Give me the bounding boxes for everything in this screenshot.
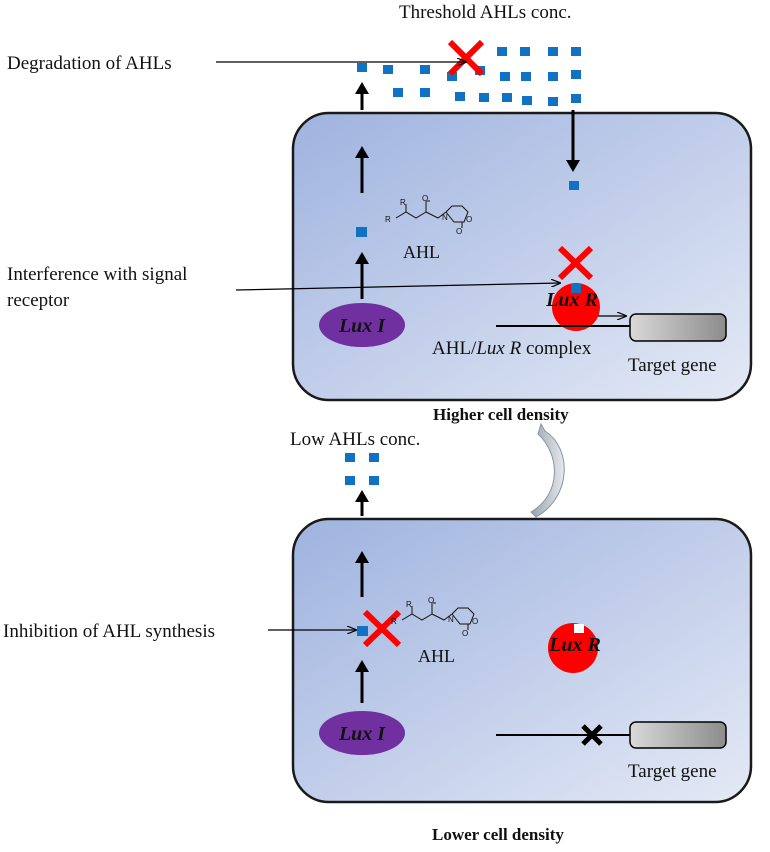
svg-text:O: O [456,227,462,236]
low-conc-label: Low AHLs conc. [290,429,420,450]
svg-text:N: N [442,213,448,222]
svg-text:R: R [391,617,397,626]
lux-r-bound-ahl [571,284,581,293]
svg-text:R: R [400,198,406,207]
target-gene-label-top: Target gene [628,355,717,376]
interference-label-2: receptor [7,290,70,311]
svg-text:N: N [448,615,454,624]
svg-text:O: O [422,194,428,203]
svg-text:O: O [472,617,478,626]
interference-label-1: Interference with signal [7,264,187,285]
lux-r-label-bottom: Lux R [548,634,601,656]
complex-label: AHL/Lux R complex [432,338,592,359]
threshold-label: Threshold AHLs conc. [399,2,572,23]
low-ahl-squares [345,453,379,485]
receptor-interference-cross-icon [557,245,594,281]
target-gene-label-bottom: Target gene [628,761,717,782]
inhibition-label: Inhibition of AHL synthesis [3,621,215,642]
lux-i-top [319,303,405,347]
lux-r-top [552,283,600,331]
lower-density-label: Lower cell density [432,825,564,844]
svg-text:O: O [466,215,472,224]
transition-curve-arrow [530,422,565,518]
lux-i-label-bottom: Lux I [338,723,386,745]
lux-r-label-top: Lux R [545,289,598,311]
ahl-molecule-bottom: R R O N O O [391,596,478,638]
synthesis-inhibition-cross-icon [362,609,402,648]
lux-i-label-top: Lux I [338,315,386,337]
ahl-label-bottom: AHL [418,646,455,666]
secretion-arrowheads-top [355,82,369,264]
interference-pointer [235,283,560,291]
target-gene-box-bottom [629,721,727,749]
ahl-molecule-top: R R O N O O [385,194,472,236]
blocked-transcription-x-icon [581,724,603,746]
ahl-signal-bottom [357,626,368,636]
svg-text:R: R [406,600,412,609]
target-gene-box-top [629,313,727,342]
degradation-label: Degradation of AHLs [7,53,172,74]
degradation-cross-icon [447,39,485,77]
ahl-signal-inside [569,181,579,190]
svg-text:O: O [428,596,434,605]
svg-text:O: O [462,629,468,638]
svg-text:R: R [385,215,391,224]
lux-r-empty-site [574,624,584,633]
ahl-label-top: AHL [403,242,440,262]
lux-i-bottom [319,711,405,755]
lux-r-bottom [548,623,598,673]
higher-density-label: Higher cell density [433,405,569,424]
ahl-signal-top [356,227,367,237]
